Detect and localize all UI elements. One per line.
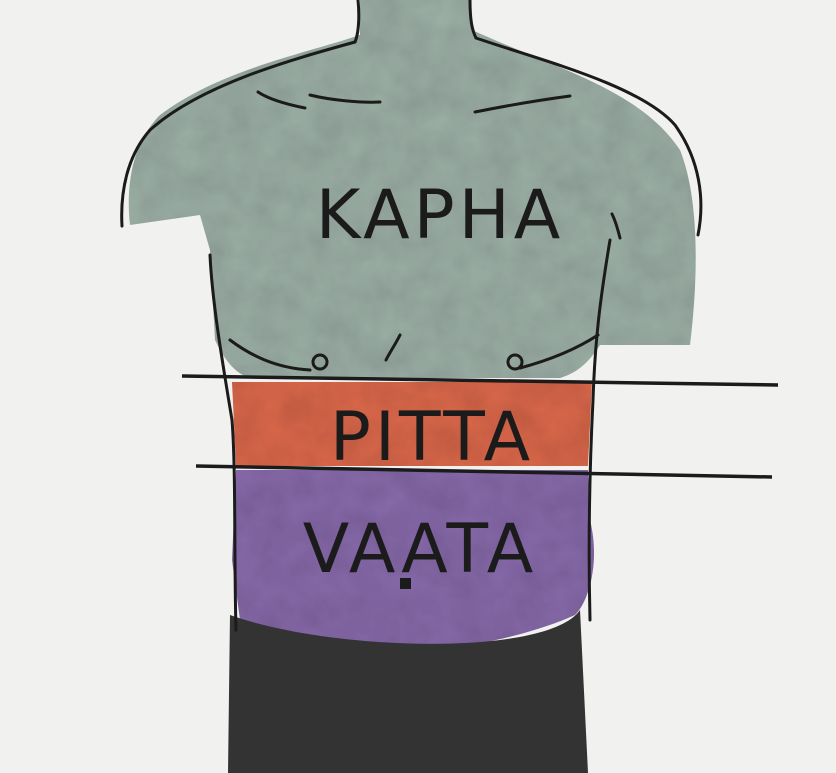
- vaata-label: VAATA: [303, 510, 538, 589]
- pitta-label: PITTA: [330, 398, 534, 477]
- kapha-label: KAPHA: [316, 176, 565, 255]
